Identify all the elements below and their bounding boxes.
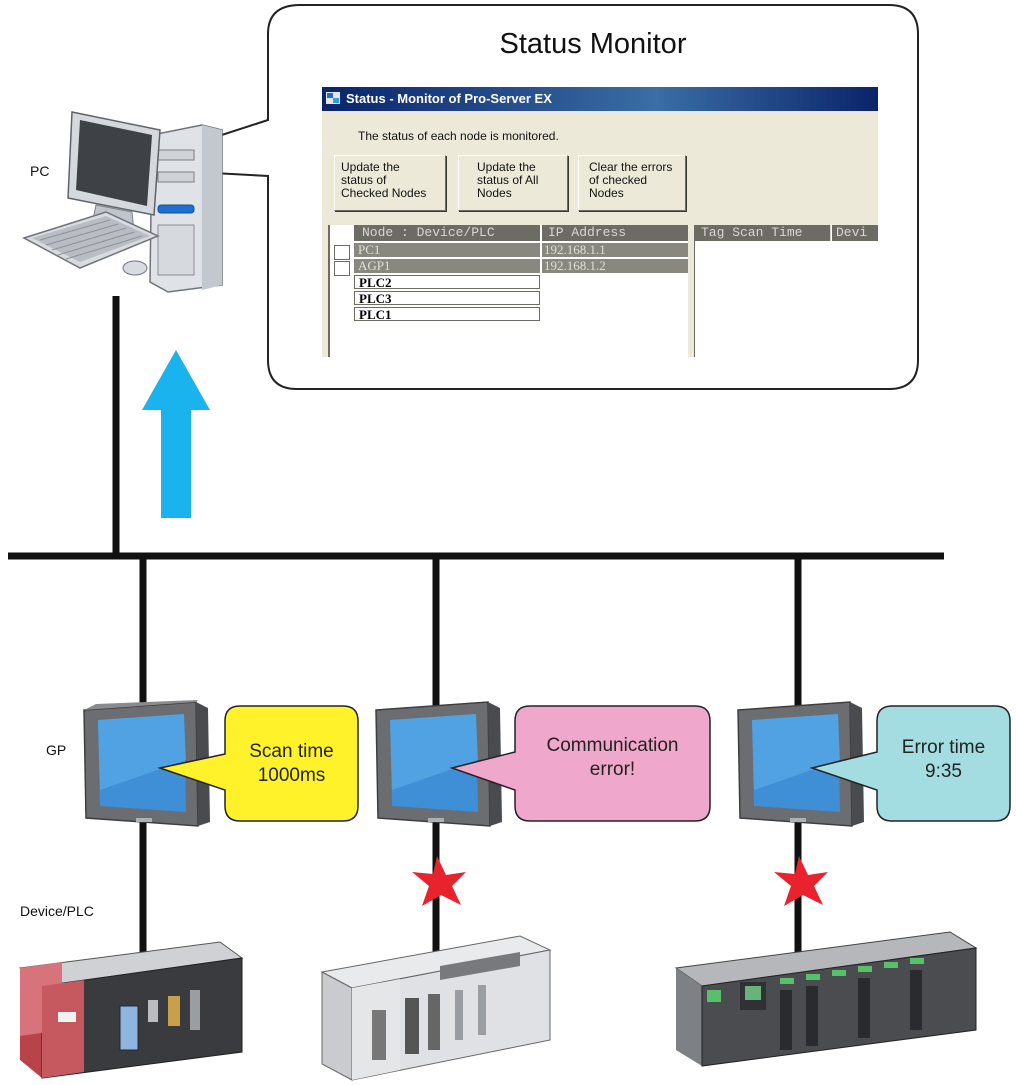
button-label-line: Update the	[477, 160, 536, 174]
grid-left-border	[328, 225, 330, 357]
column-header-ip[interactable]: IP Address	[542, 225, 688, 241]
pc-label: PC	[30, 163, 50, 179]
table-row-node[interactable]: PLC1	[354, 307, 540, 322]
button-label-line: Clear the errors	[589, 160, 673, 174]
window-title: Status - Monitor of Pro-Server EX	[346, 91, 552, 106]
bubble-line: Communication	[546, 735, 679, 756]
communication-error-bubble-text: Communication error!	[515, 734, 710, 782]
button-label-line: Update the	[341, 160, 400, 174]
app-window-icon	[326, 92, 340, 104]
pc-icon	[22, 111, 223, 293]
gp-touch-panel-icon	[375, 701, 502, 827]
upload-arrow-icon	[142, 350, 210, 518]
button-label-line: of checked	[589, 173, 648, 187]
button-label-line: status of All	[477, 173, 539, 187]
speech-bubble-scan-time	[157, 705, 359, 822]
window-description: The status of each node is monitored.	[358, 129, 559, 143]
button-label-line: Nodes	[589, 186, 624, 200]
button-label-line: status of	[341, 173, 387, 187]
table-row-ip: 192.168.1.1	[542, 243, 688, 257]
window-title-bar: Status - Monitor of Pro-Server EX	[322, 87, 878, 111]
gp-touch-panel-icon	[83, 700, 210, 827]
table-row-node[interactable]: PLC3	[354, 291, 540, 306]
button-label-line: Checked Nodes	[341, 186, 427, 200]
bubble-line: 9:35	[925, 761, 962, 782]
plc-device-icon	[320, 935, 552, 1081]
bubble-line: 1000ms	[257, 765, 326, 786]
device-plc-label: Device/PLC	[20, 903, 94, 919]
callout-title: Status Monitor	[499, 28, 687, 60]
column-header-node[interactable]: Node : Device/PLC	[354, 225, 540, 241]
gp-touch-panel-icon	[737, 701, 864, 827]
table-row-node[interactable]: AGP1	[354, 259, 540, 273]
status-monitor-window: Status - Monitor of Pro-Server EX The st…	[322, 87, 878, 357]
speech-bubble-communication-error	[449, 705, 711, 822]
update-checked-nodes-button[interactable]: Update the status of Checked Nodes	[334, 155, 446, 211]
node-checkbox[interactable]	[334, 245, 350, 260]
update-all-nodes-button[interactable]: Update the status of All Nodes	[458, 155, 568, 211]
node-checkbox[interactable]	[334, 261, 350, 276]
table-row-node[interactable]: PLC2	[354, 275, 540, 290]
error-star-icon	[774, 856, 828, 906]
plc-device-icon	[18, 941, 244, 1079]
column-header-tag-scan-time[interactable]: Tag Scan Time	[695, 225, 831, 241]
bubble-line: Scan time	[249, 741, 334, 762]
table-row-node[interactable]: PC1	[354, 243, 540, 257]
gp-label: GP	[46, 742, 67, 758]
table-row-ip: 192.168.1.2	[542, 259, 688, 273]
column-header-device[interactable]: Devi	[832, 225, 878, 241]
clear-errors-button[interactable]: Clear the errors of checked Nodes	[578, 155, 686, 211]
node-status-grid: Node : Device/PLC IP Address PC1 192.168…	[328, 225, 688, 357]
scan-time-bubble-text: Scan time 1000ms	[225, 740, 358, 788]
scan-time-grid: Tag Scan Time Devi	[694, 225, 878, 357]
error-time-bubble-text: Error time 9:35	[877, 736, 1010, 784]
button-label-line: Nodes	[477, 186, 512, 200]
bubble-line: Error time	[901, 737, 986, 758]
speech-bubble-error-time	[809, 705, 1011, 822]
plc-device-icon	[674, 931, 978, 1067]
bubble-line: error!	[589, 759, 636, 780]
error-star-icon	[412, 856, 466, 906]
